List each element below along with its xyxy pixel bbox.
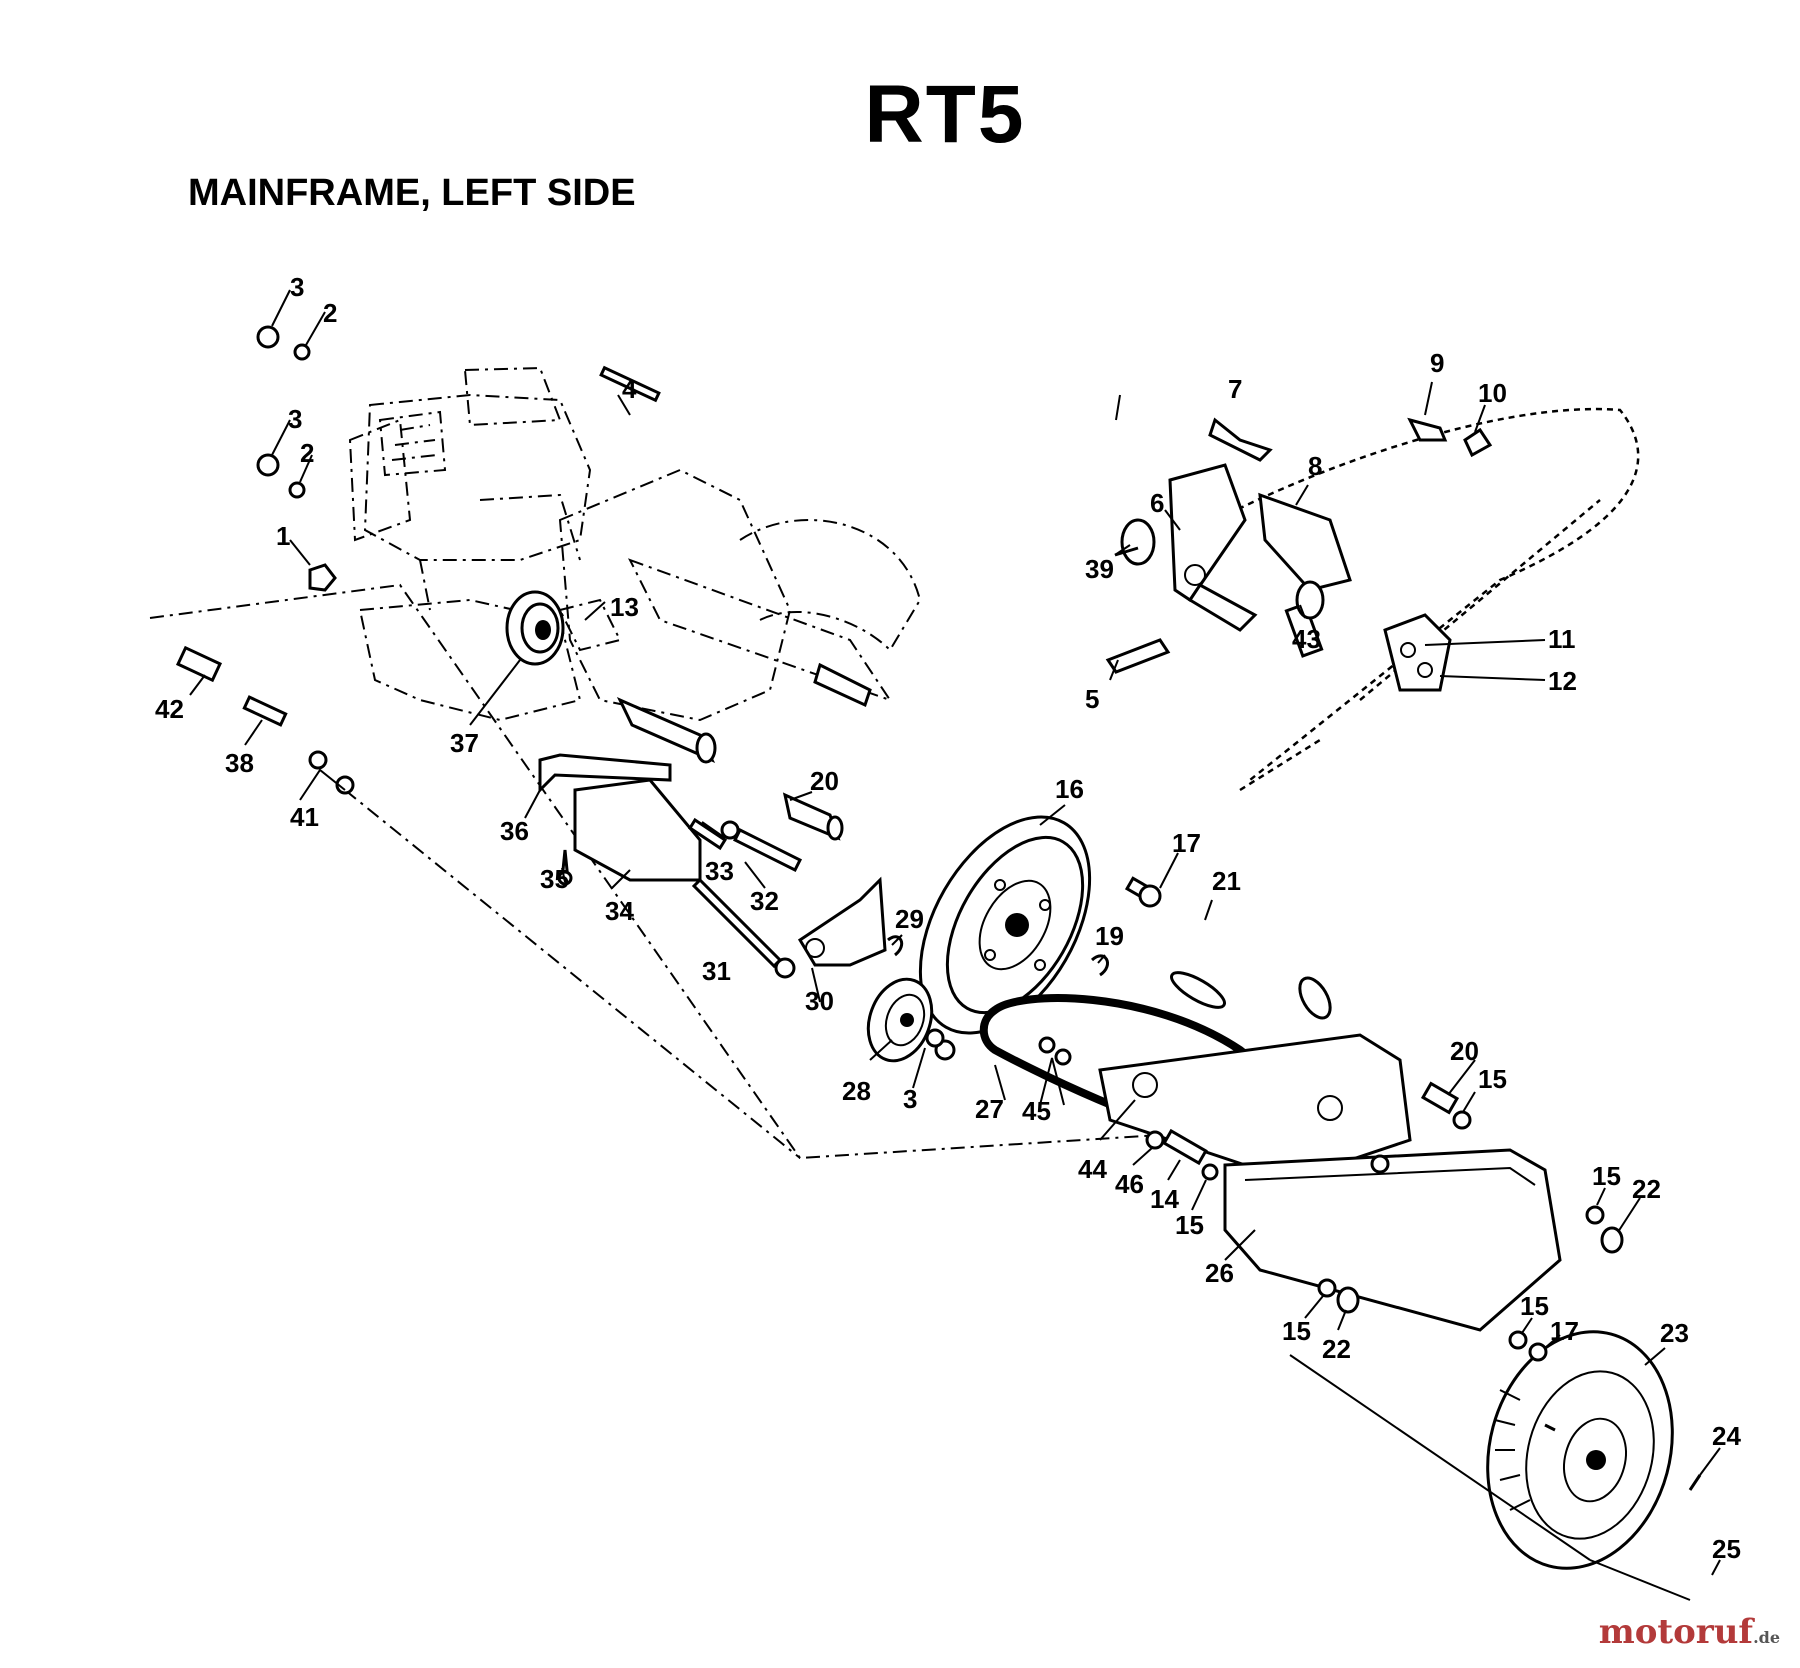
callout-26: 26 (1205, 1258, 1234, 1288)
callout-33: 33 (705, 856, 734, 886)
callout-labels: 1 2 2 3 3 3 4 5 6 7 8 9 10 11 12 13 14 1… (155, 272, 1741, 1564)
large-pulley (918, 815, 1092, 1035)
callout-15: 15 (1282, 1316, 1311, 1346)
page-title: RT5 (864, 69, 1026, 160)
depth-lever (1258, 492, 1352, 592)
callout-30: 30 (805, 986, 834, 1016)
callout-45: 45 (1022, 1096, 1051, 1126)
callout-20: 20 (810, 766, 839, 796)
callout-44: 44 (1078, 1154, 1107, 1184)
callout-22: 22 (1322, 1334, 1351, 1364)
idler-bracket-hole (805, 938, 825, 958)
callout-1: 1 (276, 521, 290, 551)
depth-bar-link (1187, 583, 1258, 632)
callout-25: 25 (1712, 1534, 1741, 1564)
callout-3: 3 (903, 1084, 917, 1114)
callout-11: 11 (1548, 624, 1576, 654)
callout-41: 41 (290, 802, 319, 832)
callout-37: 37 (450, 728, 479, 758)
belt-guard-plate (1098, 1033, 1412, 1182)
callout-17: 17 (1550, 1316, 1579, 1346)
mounting-block (573, 778, 702, 882)
callout-6: 6 (1150, 488, 1164, 518)
axle-shafts (616, 662, 872, 841)
callout-38: 38 (225, 748, 254, 778)
callout-27: 27 (975, 1094, 1004, 1124)
idler-pulley (866, 977, 934, 1063)
callout-17: 17 (1172, 828, 1201, 858)
callout-3: 3 (290, 272, 304, 302)
callout-43: 43 (1292, 624, 1321, 654)
callout-2: 2 (323, 298, 337, 328)
callout-3: 3 (288, 404, 302, 434)
belt-cover (1223, 1148, 1562, 1332)
engine (348, 366, 592, 722)
callout-21: 21 (1212, 866, 1241, 896)
watermark-text: motoruf (1598, 1612, 1754, 1652)
clamp-plate (1383, 613, 1452, 692)
callout-2: 2 (300, 438, 314, 468)
page-subtitle: MAINFRAME, LEFT SIDE (188, 172, 636, 214)
guard-hole (1132, 1072, 1158, 1098)
callout-13: 13 (610, 592, 639, 622)
idler-bracket (797, 876, 887, 967)
lever-pivot (1184, 564, 1206, 586)
callout-12: 12 (1548, 666, 1577, 696)
callout-42: 42 (155, 694, 184, 724)
callout-31: 31 (702, 956, 731, 986)
callout-35: 35 (540, 864, 569, 894)
guard-hole (1317, 1095, 1343, 1121)
wheel (1486, 1330, 1674, 1570)
watermark-logo: motoruf.de (1599, 1612, 1780, 1652)
leader-lines (189, 289, 1721, 1601)
callout-24: 24 (1712, 1421, 1741, 1451)
callout-7: 7 (1228, 374, 1242, 404)
callout-20: 20 (1450, 1036, 1479, 1066)
callout-5: 5 (1085, 684, 1099, 714)
callout-46: 46 (1115, 1169, 1144, 1199)
callout-10: 10 (1478, 378, 1507, 408)
callout-39: 39 (1085, 554, 1114, 584)
callout-23: 23 (1660, 1318, 1689, 1348)
callout-28: 28 (842, 1076, 871, 1106)
callout-14: 14 (1150, 1184, 1179, 1214)
tine-housing (558, 468, 922, 722)
callout-32: 32 (750, 886, 779, 916)
callout-15: 15 (1175, 1210, 1204, 1240)
callout-22: 22 (1632, 1174, 1661, 1204)
assembly-boundary-line (149, 583, 1161, 1160)
callout-4: 4 (622, 374, 637, 404)
callout-29: 29 (895, 904, 924, 934)
engine-pulley (505, 590, 565, 666)
callout-8: 8 (1308, 451, 1322, 481)
tine-shield (1179, 407, 1640, 792)
callout-15: 15 (1478, 1064, 1507, 1094)
callout-9: 9 (1430, 348, 1444, 378)
callout-15: 15 (1592, 1161, 1621, 1191)
callout-34: 34 (605, 896, 634, 926)
callout-15: 15 (1520, 1291, 1549, 1321)
watermark-tld: .de (1753, 1628, 1780, 1647)
callout-16: 16 (1055, 774, 1084, 804)
callout-19: 19 (1095, 921, 1124, 951)
assembly-boundary-line (344, 789, 801, 1159)
callout-36: 36 (500, 816, 529, 846)
depth-bar-bracket (1168, 463, 1247, 603)
